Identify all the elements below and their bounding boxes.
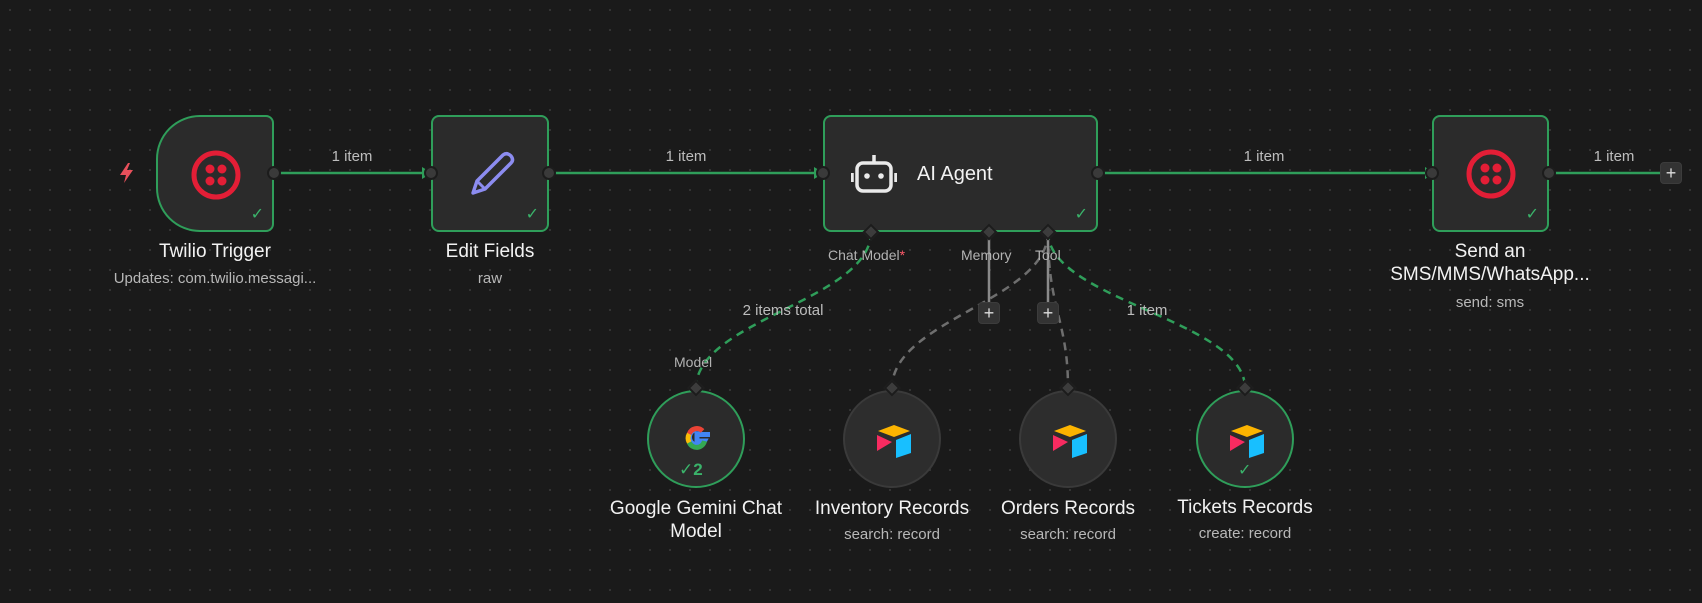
robot-icon [850,153,898,202]
airtable-icon [874,423,914,464]
output-handle[interactable] [1091,166,1105,180]
chat-model-label: Chat Model* [828,247,905,263]
port-label-text: Chat Model [828,247,900,263]
gemini-model-node[interactable]: ✓2 [647,390,745,488]
airtable-icon [1050,423,1090,464]
edge-tool-inventory[interactable] [890,231,1050,389]
trigger-bolt-icon [118,162,136,189]
google-icon [679,420,715,461]
node-title: Google Gemini Chat Model [576,497,816,543]
model-label: Model [674,354,713,370]
node-title-line: Google Gemini Chat [609,498,783,519]
node-subtitle: create: record [1198,525,1292,542]
node-subtitle: send: sms [1455,294,1525,311]
add-tool-button[interactable]: + [1037,302,1059,324]
add-node-button[interactable]: + [1660,162,1682,184]
input-handle[interactable] [1425,166,1439,180]
tickets-records-node[interactable]: ✓ [1196,390,1294,488]
node-title: Tickets Records [1177,497,1313,518]
send-sms-node[interactable]: ✓ [1432,115,1549,232]
output-handle[interactable] [1542,166,1556,180]
twilio-trigger-node[interactable]: ✓ [156,115,274,232]
output-handle[interactable] [542,166,556,180]
inventory-records-node[interactable] [843,390,941,488]
node-subtitle: raw [477,270,503,287]
input-handle[interactable] [816,166,830,180]
input-handle[interactable] [424,166,438,180]
success-check-icon: ✓ [679,460,694,479]
node-title-line: Model [670,521,722,542]
success-check-icon: ✓ [1525,206,1539,223]
success-check-icon: ✓ [250,206,264,223]
run-count-badge: ✓2 [679,460,703,480]
node-title: Inventory Records [814,498,970,519]
node-title: Edit Fields [445,241,535,262]
node-title: Orders Records [1000,498,1136,519]
success-check-icon: ✓ [525,206,539,223]
add-memory-button[interactable]: + [978,302,1000,324]
edge-label: 1 item [665,148,707,165]
success-check-icon: ✓ [1074,206,1088,223]
edge-tool-tickets[interactable] [1046,231,1247,389]
edge-label: 1 item [1126,302,1168,319]
twilio-icon [191,150,241,205]
edge-label: 1 item [1593,148,1635,165]
node-subtitle: search: record [844,526,940,543]
edge-label: 2 items total [742,302,824,319]
node-title-line: SMS/MMS/WhatsApp... [1390,264,1590,285]
node-title: AI Agent [917,163,993,185]
node-title: Twilio Trigger [159,241,271,262]
pencil-icon [465,149,517,206]
edge-label: 1 item [331,148,373,165]
twilio-icon [1466,149,1516,204]
edge-label: 1 item [1243,148,1285,165]
success-check-icon: ✓ [1238,462,1252,479]
run-count: 2 [693,460,703,479]
ai-agent-node[interactable]: AI Agent ✓ [823,115,1098,232]
edit-fields-node[interactable]: ✓ [431,115,549,232]
output-handle[interactable] [267,166,281,180]
node-title: Send an SMS/MMS/WhatsApp... [1370,240,1610,286]
node-title-line: Send an [1454,241,1526,262]
node-subtitle: search: record [1020,526,1116,543]
orders-records-node[interactable] [1019,390,1117,488]
airtable-icon [1227,423,1267,464]
required-mark: * [899,247,906,263]
node-subtitle: Updates: com.twilio.messagi... [113,270,317,287]
memory-label: Memory [961,247,1012,263]
tool-label: Tool [1035,247,1061,263]
